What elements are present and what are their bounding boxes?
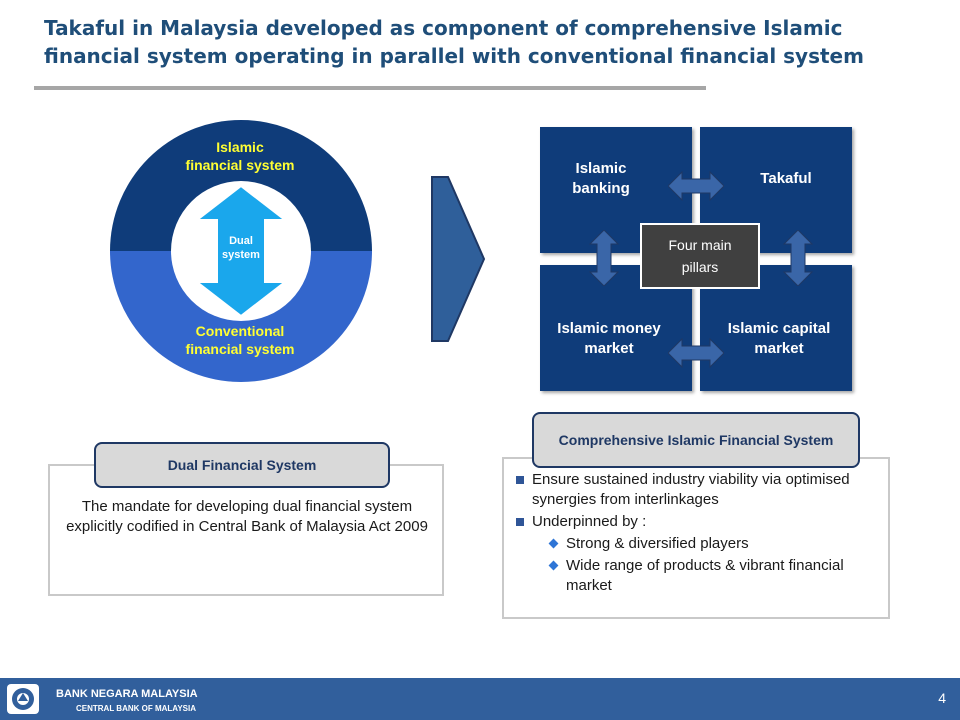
bank-name: BANK NEGARA MALAYSIA bbox=[56, 688, 198, 700]
dual-arrow-icon bbox=[194, 184, 288, 318]
four-main-pillars-box: Four main pillars bbox=[640, 223, 760, 289]
islamic-financial-system-label: Islamic financial system bbox=[185, 139, 295, 173]
square-bullet-icon bbox=[516, 476, 524, 484]
horizontal-double-arrow-icon bbox=[668, 338, 724, 368]
bullet-text: Underpinned by : bbox=[532, 513, 647, 530]
vertical-double-arrow-icon bbox=[589, 230, 619, 286]
dual-financial-system-tab: Dual Financial System bbox=[94, 442, 390, 488]
comprehensive-bullet-list: Ensure sustained industry viability via … bbox=[514, 470, 874, 596]
sub-list-item: Wide range of products & vibrant financi… bbox=[514, 556, 874, 596]
pillar-islamic-banking: Islamic banking bbox=[540, 127, 692, 253]
sub-list-item: Strong & diversified players bbox=[514, 534, 874, 554]
four-pillars-grid: Islamic banking Takaful Islamic money ma… bbox=[536, 123, 856, 391]
dual-system-donut bbox=[110, 120, 372, 382]
sub-bullet-text: Strong & diversified players bbox=[566, 535, 749, 552]
horizontal-double-arrow-icon bbox=[668, 171, 724, 201]
page-number: 4 bbox=[938, 690, 946, 706]
pillar-islamic-money-market: Islamic money market bbox=[540, 265, 692, 391]
bullet-text: Ensure sustained industry viability via … bbox=[532, 471, 850, 508]
square-bullet-icon bbox=[516, 518, 524, 526]
dual-financial-system-text: The mandate for developing dual financia… bbox=[66, 498, 428, 535]
sub-bullet-text: Wide range of products & vibrant financi… bbox=[566, 557, 844, 594]
chevron-right-icon bbox=[431, 176, 486, 342]
list-item: Underpinned by : bbox=[514, 512, 874, 532]
conventional-financial-system-label: Conventional financial system bbox=[185, 323, 295, 357]
dual-system-label: Dual system bbox=[222, 235, 260, 261]
diamond-bullet-icon bbox=[548, 538, 559, 549]
list-item: Ensure sustained industry viability via … bbox=[514, 470, 874, 510]
diamond-bullet-icon bbox=[548, 560, 559, 571]
footer-bar bbox=[0, 678, 960, 720]
slide-title: Takaful in Malaysia developed as compone… bbox=[44, 16, 864, 68]
title-divider bbox=[34, 86, 706, 90]
bank-subtitle: CENTRAL BANK OF MALAYSIA bbox=[76, 704, 197, 713]
bank-logo-icon bbox=[7, 684, 39, 714]
comprehensive-system-panel bbox=[502, 457, 890, 619]
vertical-double-arrow-icon bbox=[783, 230, 813, 286]
comprehensive-system-tab: Comprehensive Islamic Financial System bbox=[532, 412, 860, 468]
